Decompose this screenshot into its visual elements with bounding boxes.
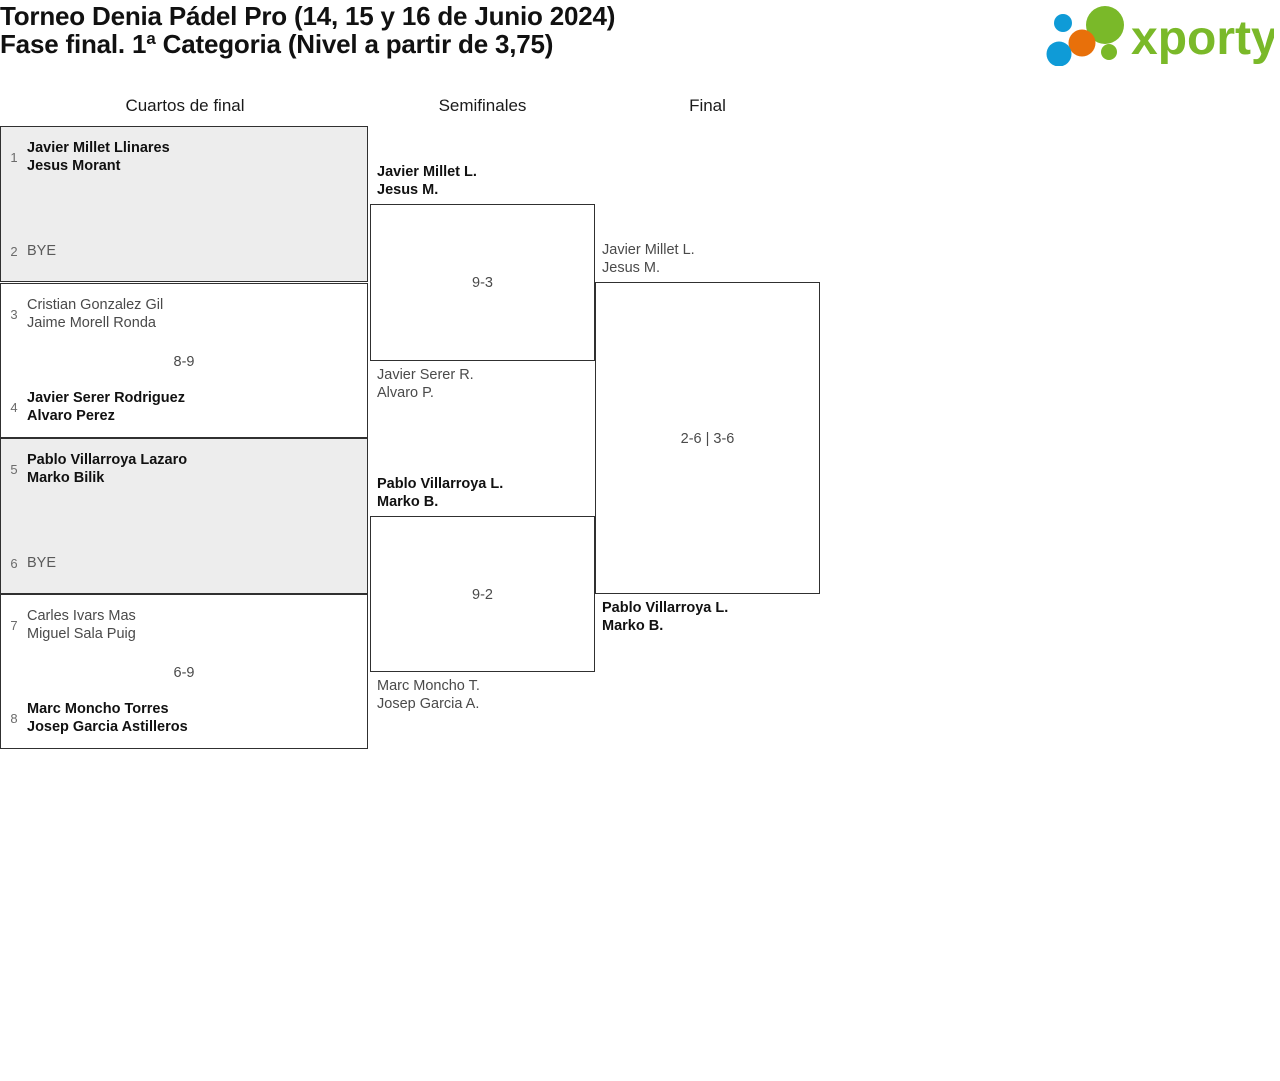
match-box-round2[interactable]: 9-3 — [370, 204, 595, 361]
seed-number: 5 — [10, 461, 18, 477]
match-team-slot[interactable]: 2 BYE — [1, 231, 367, 271]
match-score: 9-2 — [472, 586, 493, 603]
seed-number: 2 — [10, 243, 18, 259]
player-name: Pablo Villarroya Lazaro — [27, 452, 188, 468]
champion-team: Pablo Villarroya L.Marko B. — [602, 599, 728, 635]
player-name: Javier Millet Llinares — [27, 140, 170, 156]
final-score: 2-6 | 3-6 — [680, 431, 735, 447]
advancing-team-bottom: Javier Serer R.Alvaro P. — [377, 366, 474, 402]
logo-dot-green-large — [1086, 6, 1124, 44]
player-name: Jaime Morell Ronda — [27, 315, 156, 331]
logo-dot-orange — [1068, 29, 1096, 57]
round-header-quarterfinals: Cuartos de final — [125, 96, 245, 115]
player-name: Jesus Morant — [27, 158, 121, 174]
logo-dot-blue-small — [1054, 14, 1072, 32]
finalist-top: Javier Millet L.Jesus M. — [602, 241, 695, 277]
bye-label: BYE — [27, 555, 57, 571]
player-name: Javier Serer R. — [377, 366, 474, 383]
seed-number: 8 — [10, 710, 18, 726]
page-title: Torneo Denia Pádel Pro (14, 15 y 16 de J… — [0, 2, 1000, 58]
logo-wordmark: xporty — [1131, 12, 1274, 65]
player-name: Marko Bilik — [27, 470, 105, 486]
logo-dot-green-small — [1101, 44, 1117, 60]
player-name: Pablo Villarroya L. — [602, 599, 729, 616]
seed-number: 6 — [10, 555, 18, 571]
player-name: Jesus M. — [602, 260, 661, 277]
match-box-round2[interactable]: 9-2 — [370, 516, 595, 672]
advancing-team-bottom: Marc Moncho T.Josep Garcia A. — [377, 677, 480, 713]
player-name: Marko B. — [602, 617, 664, 634]
player-name: Josep Garcia Astilleros — [27, 719, 188, 735]
round-header-semifinals: Semifinales — [438, 96, 527, 115]
advancing-team-top: Pablo Villarroya L. Marko B. — [377, 475, 503, 511]
match-score: 9-3 — [472, 275, 493, 292]
player-name: Carles Ivars Mas — [27, 608, 136, 624]
advancing-team-top: Javier Millet L. Jesus M. — [377, 163, 477, 199]
round-header-final: Final — [689, 96, 726, 115]
player-name: Javier Millet L. — [377, 164, 477, 180]
player-name: Javier Serer Rodriguez — [27, 390, 185, 406]
player-name: Cristian Gonzalez Gil — [27, 297, 164, 313]
player-name: Marko B. — [377, 494, 439, 510]
player-name: Marc Moncho Torres — [27, 701, 169, 717]
player-name: Jesus M. — [377, 182, 439, 198]
player-name: Alvaro Perez — [27, 408, 115, 424]
player-name: Marc Moncho T. — [377, 677, 480, 694]
seed-number: 1 — [10, 149, 18, 165]
player-name: Pablo Villarroya L. — [377, 476, 504, 492]
seed-number: 4 — [10, 399, 18, 415]
match-box-final[interactable]: 2-6 | 3-6 — [595, 282, 820, 594]
tournament-phase: Fase final. 1ª Categoria (Nivel a partir… — [0, 29, 554, 59]
player-name: Miguel Sala Puig — [27, 626, 136, 642]
match-team-slot[interactable]: 6 BYE — [1, 543, 367, 583]
logo-dot-blue-large — [1046, 41, 1072, 66]
bye-label: BYE — [27, 243, 57, 259]
xporty-logo-svg: xporty — [1046, 6, 1274, 66]
player-name: Javier Millet L. — [602, 242, 695, 259]
match-score: 6-9 — [173, 664, 195, 681]
player-name: Alvaro P. — [377, 384, 434, 401]
player-name: Josep Garcia A. — [377, 695, 480, 712]
tournament-name: Torneo Denia Pádel Pro (14, 15 y 16 de J… — [0, 1, 616, 31]
match-score: 8-9 — [173, 353, 195, 370]
seed-number: 3 — [10, 306, 18, 322]
xporty-logo[interactable]: xporty — [1039, 4, 1274, 66]
seed-number: 7 — [10, 617, 18, 633]
